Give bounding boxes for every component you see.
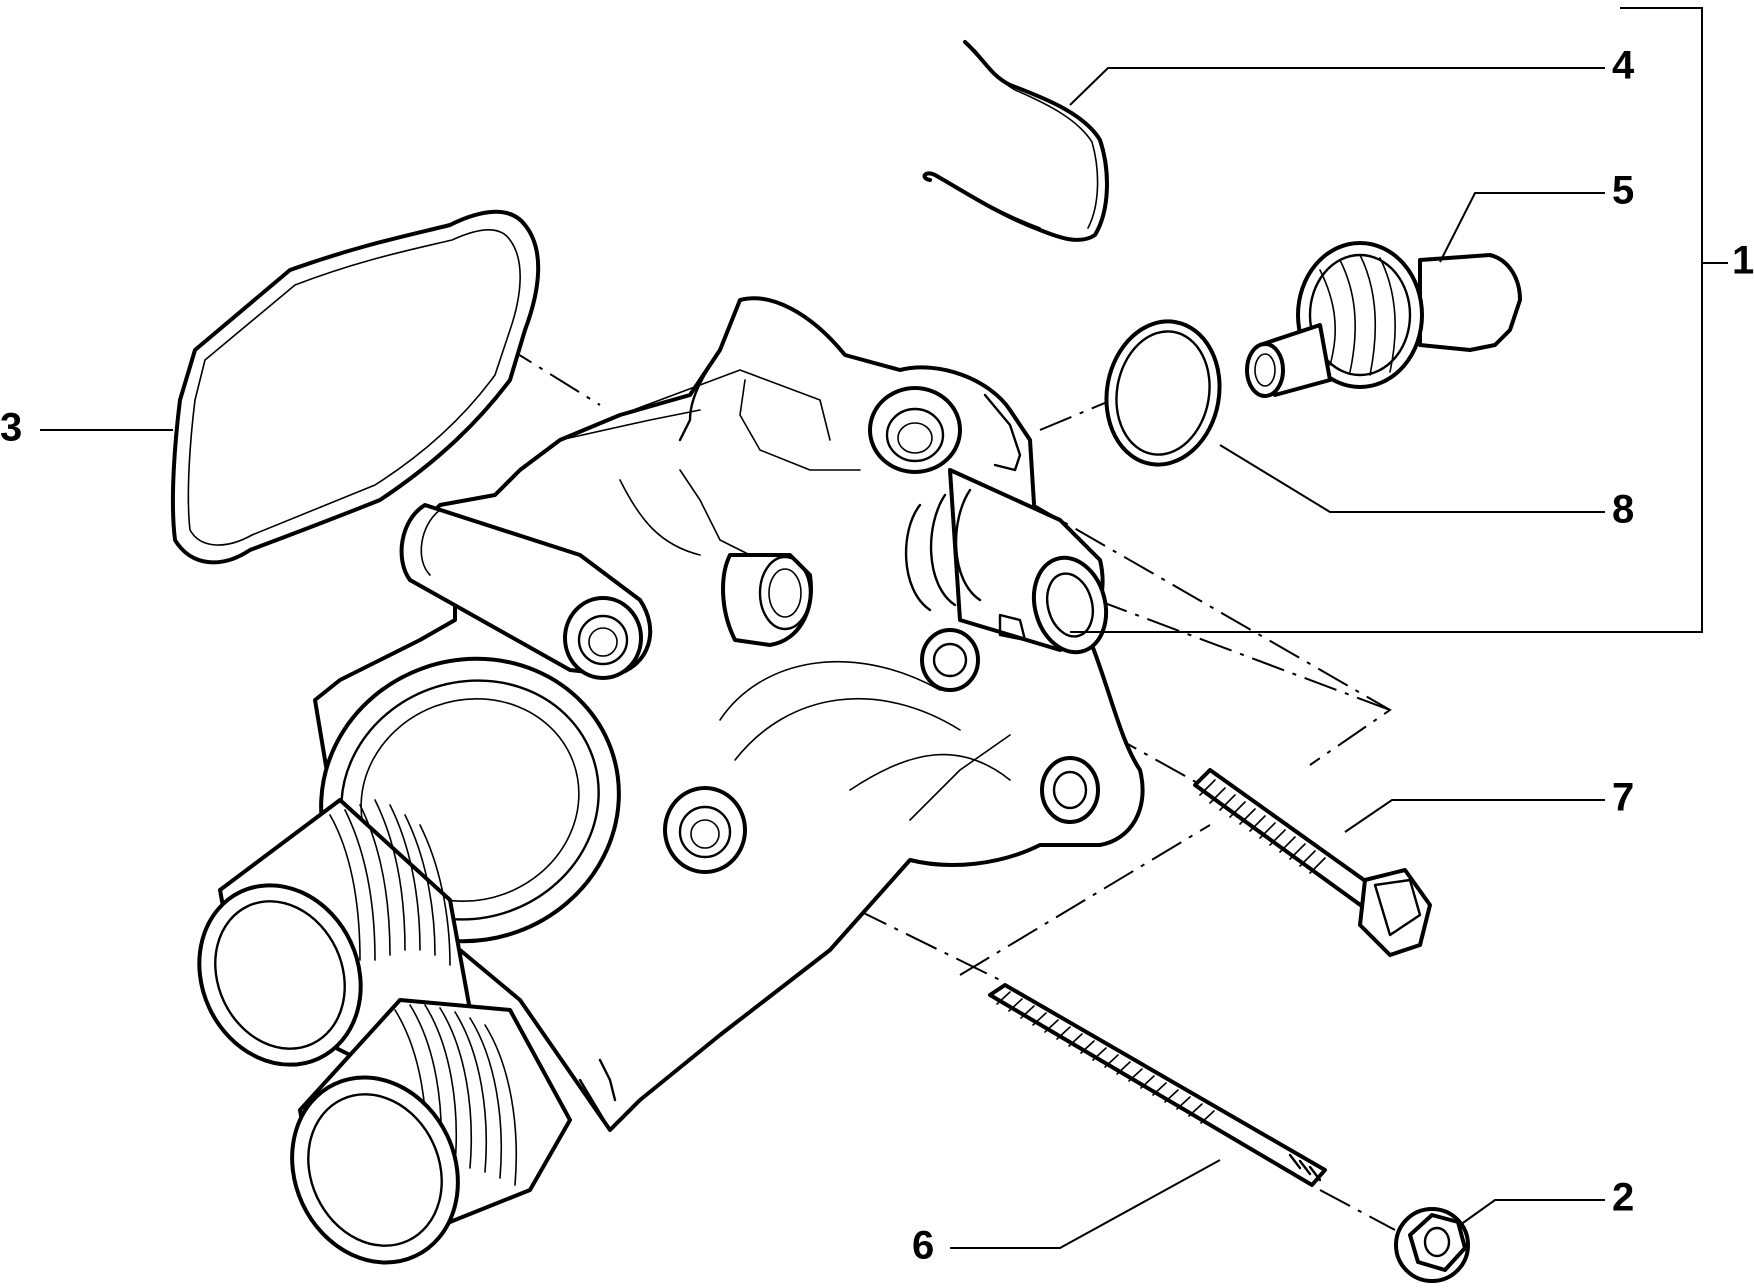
callout-7: 7 xyxy=(1612,776,1634,820)
stud-part-6 xyxy=(988,983,1327,1187)
spring-clip-part-4 xyxy=(922,40,1109,242)
thermostat-housing xyxy=(197,296,1145,1265)
temperature-sensor-part-5 xyxy=(1245,241,1522,398)
leader-lines xyxy=(40,7,1728,1249)
callout-1: 1 xyxy=(1732,239,1754,283)
flange-nut-part-2 xyxy=(1394,1207,1470,1283)
gasket-part-3 xyxy=(170,209,541,565)
o-ring-part-8 xyxy=(1104,319,1222,467)
callout-8: 8 xyxy=(1612,488,1634,532)
bolt-part-7 xyxy=(1193,768,1432,957)
callout-3: 3 xyxy=(0,406,22,450)
callout-5: 5 xyxy=(1612,169,1634,213)
callout-6: 6 xyxy=(912,1224,934,1268)
callout-labels: 1 2 3 4 5 6 7 8 xyxy=(0,44,1754,1268)
callout-4: 4 xyxy=(1612,44,1635,88)
callout-2: 2 xyxy=(1612,1176,1634,1220)
